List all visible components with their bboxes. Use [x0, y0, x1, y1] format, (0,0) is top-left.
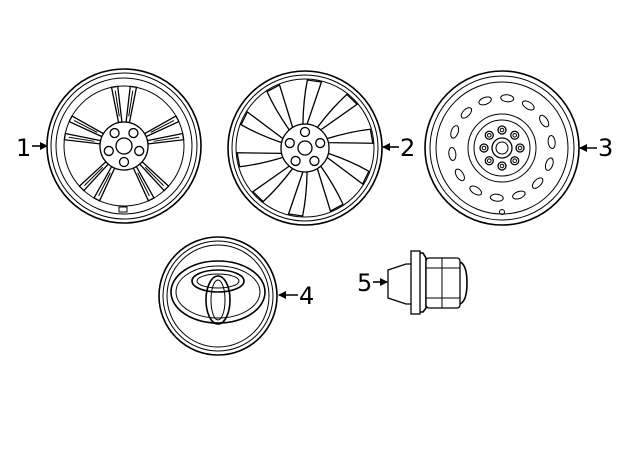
wheel-2-drawing [227, 70, 383, 226]
lug-nut-drawing [387, 250, 468, 315]
callout-2-number: 2 [400, 134, 415, 162]
wheel-3-drawing [424, 70, 580, 226]
wheel-1-spokes [63, 85, 185, 202]
lug-nut: 5 [357, 250, 468, 315]
callout-5-number: 5 [357, 269, 372, 297]
toyota-emblem [170, 260, 266, 325]
callout-1-number: 1 [16, 134, 31, 162]
center-cap: 4 [158, 236, 314, 356]
wheel-3-vent-holes [448, 94, 556, 202]
wheel-3: 3 [424, 70, 613, 226]
callout-3-number: 3 [598, 134, 613, 162]
center-cap-drawing [158, 236, 278, 356]
wheel-1: 1 [16, 68, 202, 224]
wheel-2-spokes [236, 79, 374, 217]
callout-4-number: 4 [299, 282, 314, 310]
wheel-2: 2 [227, 70, 415, 226]
wheel-1-drawing [46, 68, 202, 224]
